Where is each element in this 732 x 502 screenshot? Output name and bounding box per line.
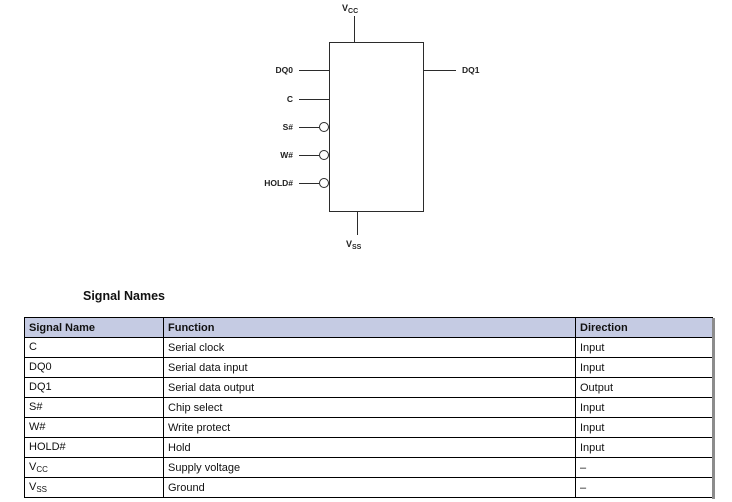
vcc-pin-line xyxy=(354,16,355,42)
cell-signal: VSS xyxy=(24,477,164,498)
vss-label: VSS xyxy=(346,239,361,251)
table-row: S# Chip select Input xyxy=(24,397,713,418)
chip-box xyxy=(329,42,424,212)
pin-c: C xyxy=(245,93,329,105)
signal-text: S# xyxy=(29,401,43,413)
signal-text: C xyxy=(29,341,37,353)
vss-pin-line xyxy=(357,212,358,235)
signal-text: V xyxy=(29,481,37,493)
signal-text: DQ1 xyxy=(29,381,52,393)
vss-subscript: SS xyxy=(352,244,362,251)
pin-dq1-label: DQ1 xyxy=(462,65,480,75)
pin-c-line xyxy=(299,98,329,100)
cell-signal: W# xyxy=(24,417,164,438)
cell-function: Serial clock xyxy=(163,337,576,358)
vcc-base-text: V xyxy=(342,3,349,13)
pin-hold: HOLD# xyxy=(245,177,329,189)
pin-w-label: W# xyxy=(280,150,293,160)
cell-direction: Output xyxy=(575,377,713,398)
signal-names-heading: Signal Names xyxy=(83,289,165,303)
cell-signal: DQ0 xyxy=(24,357,164,378)
pin-w-line xyxy=(299,154,319,156)
active-low-bubble-icon xyxy=(319,178,329,188)
pin-dq0-label: DQ0 xyxy=(275,65,293,75)
cell-function: Ground xyxy=(163,477,576,498)
cell-direction: Input xyxy=(575,337,713,358)
cell-function: Serial data output xyxy=(163,377,576,398)
cell-signal: DQ1 xyxy=(24,377,164,398)
vss-base-text: V xyxy=(346,239,353,249)
cell-direction: – xyxy=(575,457,713,478)
pin-s-label: S# xyxy=(282,122,293,132)
active-low-bubble-icon xyxy=(319,122,329,132)
col-header-signal-name: Signal Name xyxy=(24,317,164,338)
pin-hold-label: HOLD# xyxy=(264,178,293,188)
table-row: W# Write protect Input xyxy=(24,417,713,438)
table-row: HOLD# Hold Input xyxy=(24,437,713,458)
table-row: VSS Ground – xyxy=(24,477,713,498)
cell-function: Serial data input xyxy=(163,357,576,378)
signal-text: DQ0 xyxy=(29,361,52,373)
table-header-row: Signal Name Function Direction xyxy=(24,317,713,338)
cell-signal: HOLD# xyxy=(24,437,164,458)
table-row: C Serial clock Input xyxy=(24,337,713,358)
cell-direction: – xyxy=(575,477,713,498)
table-row: VCC Supply voltage – xyxy=(24,457,713,478)
pin-w: W# xyxy=(245,149,329,161)
pin-dq1-line xyxy=(424,69,456,71)
signal-subscript: CC xyxy=(36,465,48,474)
table-row: DQ1 Serial data output Output xyxy=(24,377,713,398)
cell-function: Write protect xyxy=(163,417,576,438)
pin-c-label: C xyxy=(286,94,293,104)
table-row: DQ0 Serial data input Input xyxy=(24,357,713,378)
cell-direction: Input xyxy=(575,437,713,458)
active-low-bubble-icon xyxy=(319,150,329,160)
pin-hold-line xyxy=(299,182,319,184)
pin-s-line xyxy=(299,126,319,128)
col-header-function: Function xyxy=(163,317,576,338)
pin-dq0: DQ0 xyxy=(245,64,329,76)
signal-table: Signal Name Function Direction C Serial … xyxy=(24,317,713,498)
cell-function: Hold xyxy=(163,437,576,458)
cell-function: Chip select xyxy=(163,397,576,418)
cell-direction: Input xyxy=(575,417,713,438)
vcc-subscript: CC xyxy=(348,8,359,15)
cell-function: Supply voltage xyxy=(163,457,576,478)
cell-signal: S# xyxy=(24,397,164,418)
pin-s: S# xyxy=(245,121,329,133)
cell-signal: VCC xyxy=(24,457,164,478)
cell-direction: Input xyxy=(575,357,713,378)
table-right-edge-shading xyxy=(712,318,715,499)
signal-text: HOLD# xyxy=(29,441,66,453)
signal-text: W# xyxy=(29,421,46,433)
cell-signal: C xyxy=(24,337,164,358)
signal-text: V xyxy=(29,461,37,473)
vcc-label: VCC xyxy=(342,3,358,15)
signal-subscript: SS xyxy=(36,485,48,494)
cell-direction: Input xyxy=(575,397,713,418)
pin-dq0-line xyxy=(299,69,329,71)
pin-dq1: DQ1 xyxy=(424,64,504,76)
col-header-direction: Direction xyxy=(575,317,713,338)
